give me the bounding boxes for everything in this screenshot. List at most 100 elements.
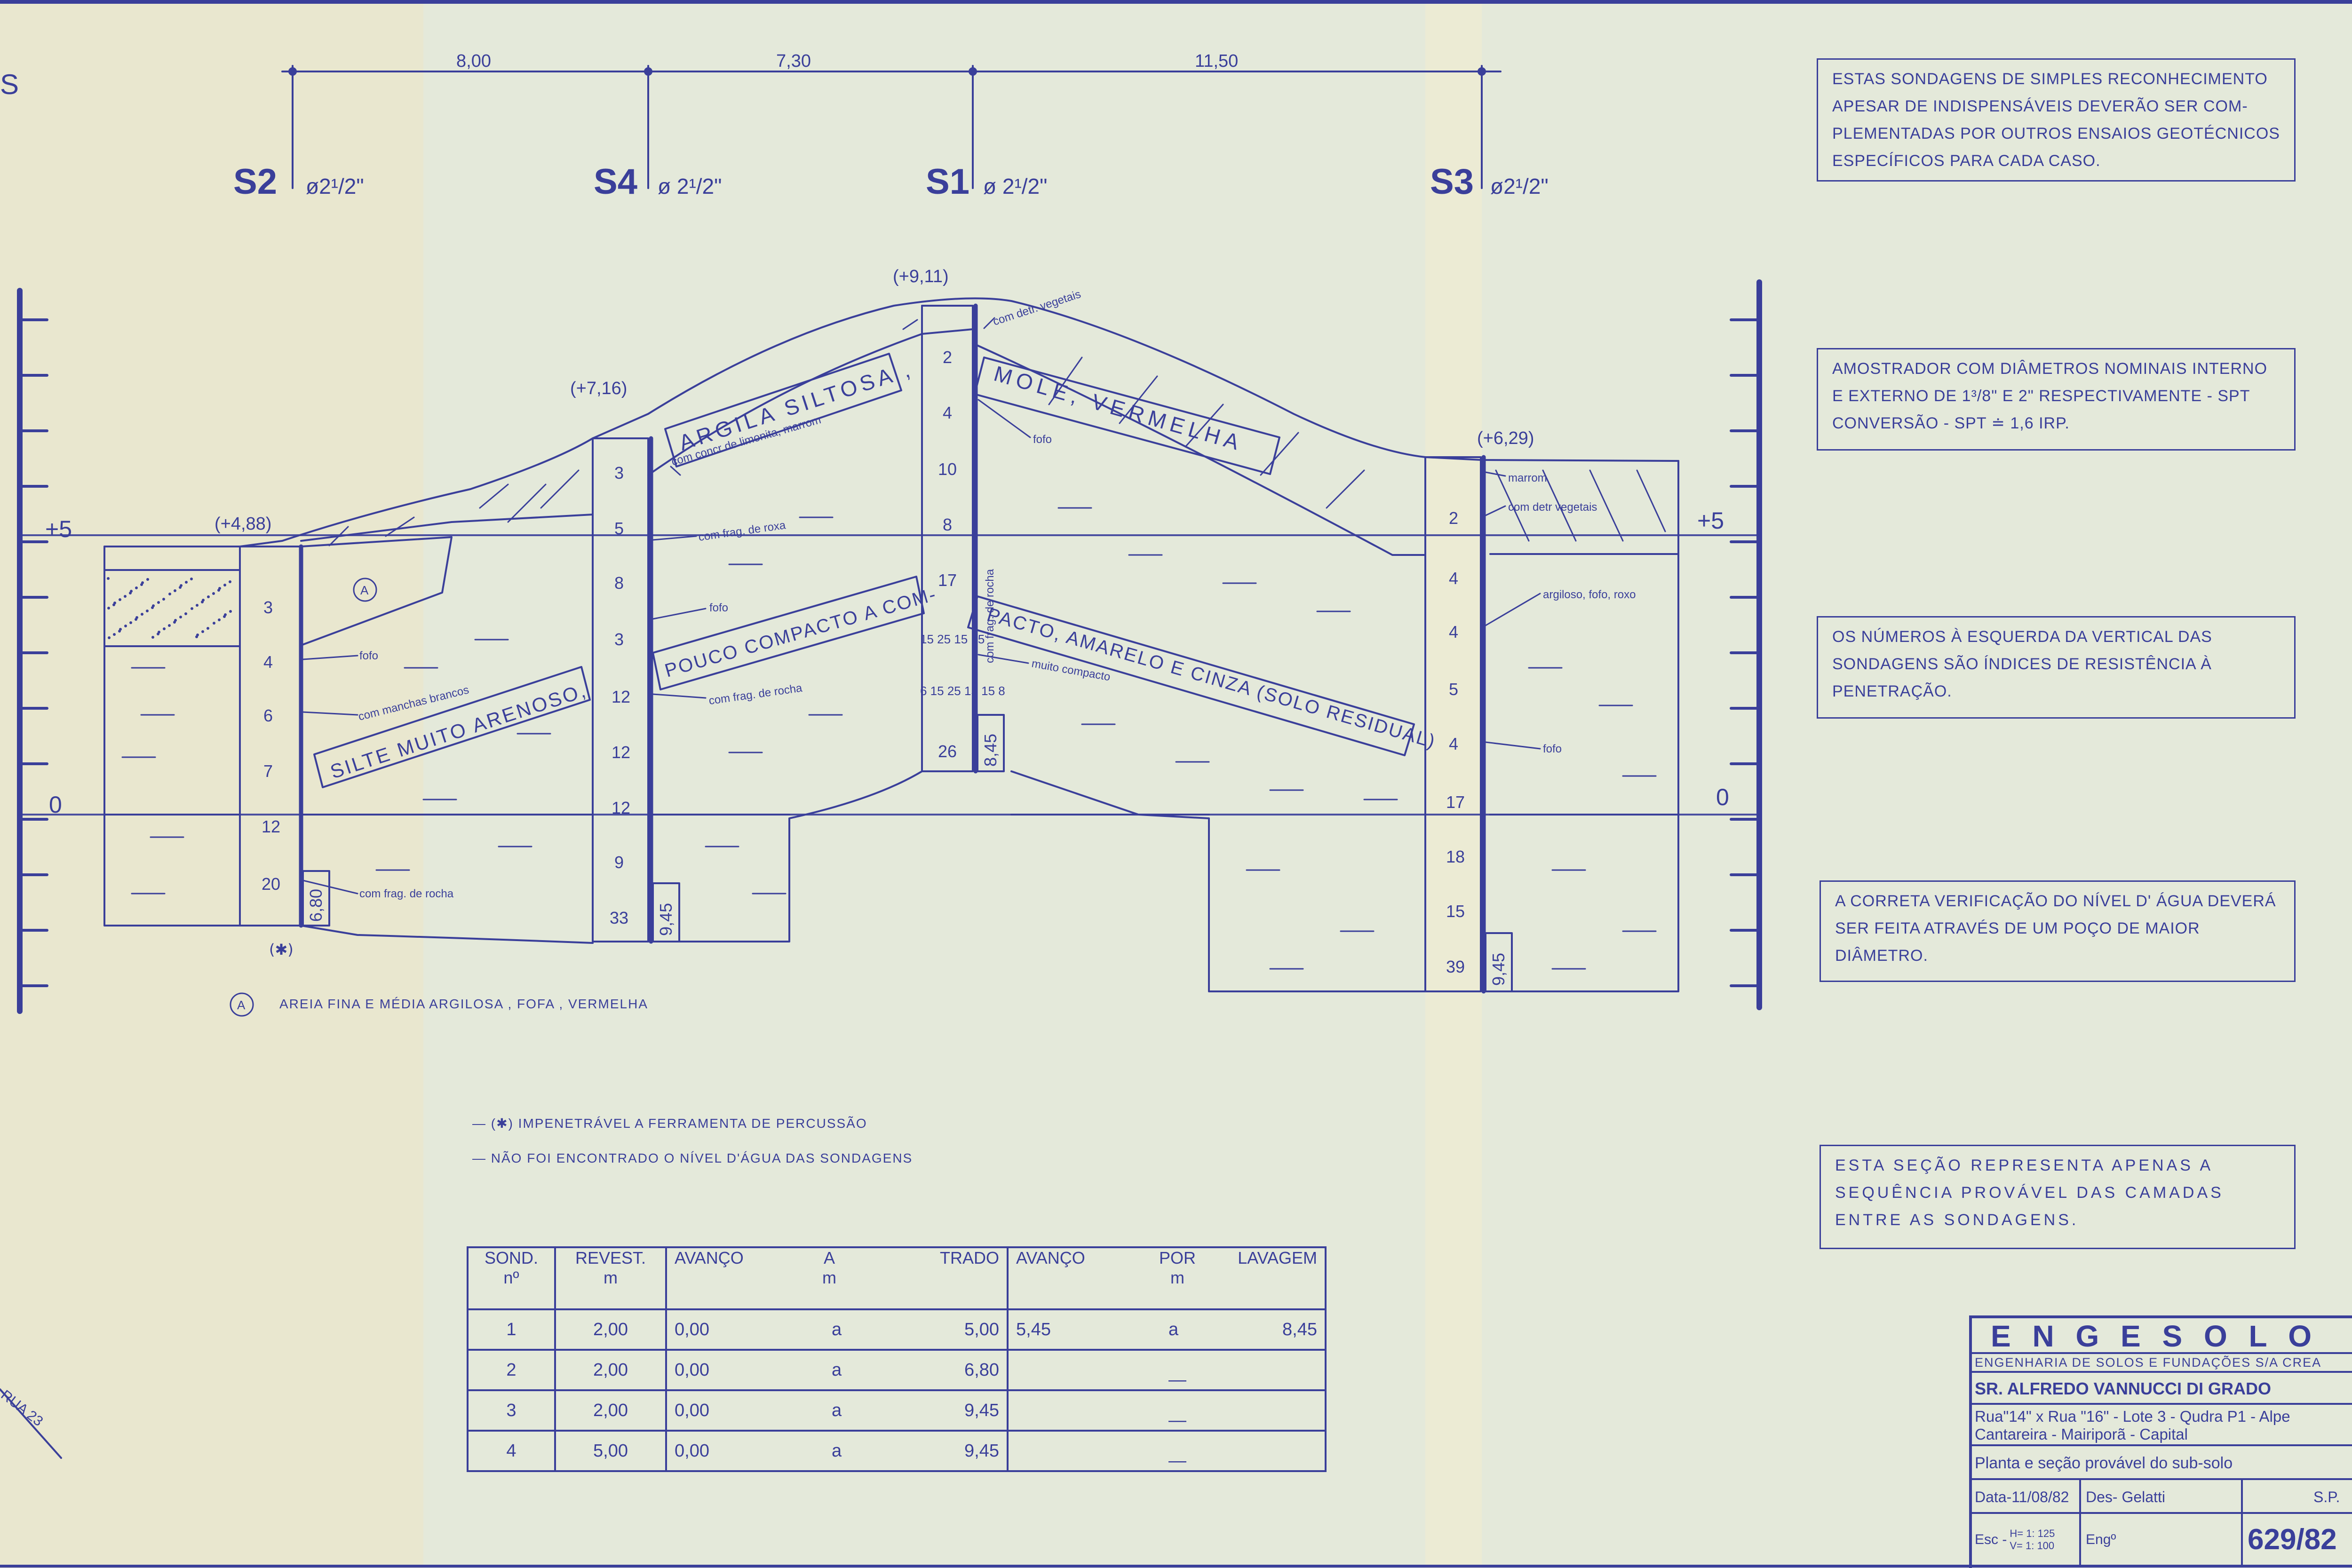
sand-dot [218,587,221,590]
cell-sond: 1 [467,1308,556,1351]
annotation: com detr vegetais [1508,501,1597,514]
clay-hatching [328,319,1666,546]
refusal-depth: 6,80 [306,889,326,922]
scale-ticks-left [18,318,48,987]
sand-dot [229,610,232,613]
sand-dot [168,624,171,627]
cell-avanco-lavagem: — [1007,1349,1327,1391]
spt-value: 4 [1449,569,1458,588]
sounding-elevation: (+7,16) [570,379,627,398]
drawing-stroke [1636,469,1666,532]
company-name: E N G E S O L O [1972,1318,2352,1354]
sand-dot [223,584,226,586]
drawing-stroke [1542,469,1577,542]
col-header: SOND.nº [467,1246,556,1310]
sand-dot [124,625,127,627]
spt-value: 8 [943,515,952,534]
corner-mark: S [0,69,19,100]
col-header: REVEST.m [554,1246,667,1310]
drawing-date: Data-11/08/82 [1972,1480,2081,1512]
drawing-stroke [479,483,509,509]
spt-value: 7 [263,761,273,781]
sand-dot [135,586,138,589]
sand-dot [191,607,193,610]
spt-value: 2 [943,348,952,367]
spt-value: 39 [1446,957,1465,976]
sounding-diameter: ø2¹/2" [1490,174,1549,198]
sand-dot [107,577,110,580]
spt-value: 12 [612,687,630,706]
sand-dot [162,598,165,601]
sounding-id: S3 [1430,162,1474,202]
sand-dot [157,601,160,604]
engineer-signature: Engº [2081,1514,2243,1566]
cell-revest: 2,00 [554,1349,667,1391]
sand-dot [213,622,215,625]
layer-a-marker: A [360,583,369,597]
spt-value: 4 [263,652,273,672]
drawing-designer: Des- Gelatti [2081,1480,2243,1512]
legend-a-text: AREIA FINA E MÉDIA ARGILOSA , FOFA , VER… [279,997,648,1011]
spt-value: 8 [614,573,624,593]
cell-revest: 5,00 [554,1430,667,1472]
spt-values-s4: 3 5 8 3 12 12 12 9 33 [610,463,630,927]
sand-dot [207,595,210,598]
sand-dot [124,595,127,598]
note-box: ESTA SEÇÃO REPRESENTA APENAS A SEQUÊNCIA… [1820,1145,2296,1249]
company-subtitle: ENGENHARIA DE SOLOS E FUNDAÇÕES S/A CREA [1972,1354,2352,1373]
spt-value: 17 [938,570,957,590]
scale-plus5-right: +5 [1697,507,1724,534]
drawing-stroke [1495,469,1530,542]
sand-dot [207,627,209,630]
note-box: AMOSTRADOR COM DIÂMETROS NOMINAIS INTERN… [1817,348,2296,451]
spt-value: 2 [1449,508,1458,528]
sand-dot [130,590,133,593]
drawing-stroke [902,319,918,330]
drawing-stroke [1048,356,1083,405]
cell-revest: 2,00 [554,1389,667,1432]
scale-zero-left: 0 [49,792,62,818]
legend-note: — NÃO FOI ENCONTRADO O NÍVEL D'ÁGUA DAS … [472,1151,913,1165]
title-block: E N G E S O L O ENGENHARIA DE SOLOS E FU… [1969,1315,2352,1568]
note-box: ESTAS SONDAGENS DE SIMPLES RECONHECIMENT… [1817,58,2296,182]
spt-value: 6 [263,706,273,725]
sand-dot [218,618,221,621]
silt-dashes [121,507,1657,970]
dimension-label: 8,00 [456,51,491,71]
sounding-id: S2 [233,162,277,202]
sand-dot [135,616,138,619]
sand-dot [146,578,149,581]
sand-dot [179,616,182,618]
spt-values-s2: 3 4 6 7 12 20 [262,598,280,894]
cell-avanco-lavagem: — [1007,1430,1327,1472]
spt-values-s1: 2 4 10 8 17 15 25 15 15 6 15 25 15 15 8 … [920,348,1005,761]
sand-dot [163,627,166,630]
drawing-stroke [507,483,547,523]
drawing-place: S.P. [2313,1489,2340,1505]
spt-value: 18 [1446,847,1465,866]
sand-dot [196,634,199,636]
sand-dot [158,631,160,634]
sand-dot [107,607,110,610]
sand-dots [107,577,232,639]
spt-value: 15 25 15 15 [920,632,985,646]
client-name: SR. ALFREDO VANNUCCI DI GRADO [1972,1373,2352,1405]
sand-dot [212,592,215,595]
sand-dot [141,613,143,616]
annotation: argiloso, fofo, roxo [1543,588,1636,601]
sand-dot [168,593,171,595]
spt-value: 12 [612,798,630,817]
note-box: A CORRETA VERIFICAÇÃO DO NÍVEL D' ÁGUA D… [1820,880,2296,982]
spt-value: 12 [612,743,630,762]
sand-dot [119,628,122,631]
spt-value: 3 [614,463,624,483]
spt-value: 26 [938,742,957,761]
cell-revest: 2,00 [554,1308,667,1351]
spt-value: 3 [263,598,273,617]
